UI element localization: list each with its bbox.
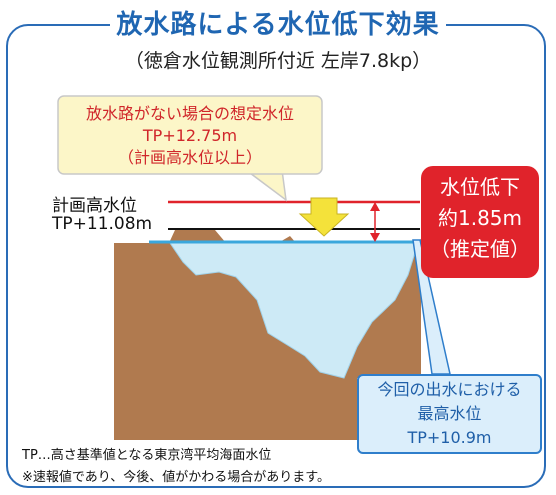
plan-level-value: TP+11.08m: [52, 214, 153, 234]
observed-line2: 最高水位: [417, 404, 482, 423]
water-drop-arrow: [298, 197, 350, 237]
no-floodway-callout: 放水路がない場合の想定水位 TP+12.75m （計画高水位以上）: [58, 103, 322, 169]
plan-level-label: 計画高水位: [52, 196, 137, 216]
callout-line1: 放水路がない場合の想定水位: [85, 104, 294, 123]
page-subtitle: （徳倉水位観測所付近 左岸7.8kp）: [124, 50, 432, 72]
callout-line3: （計画高水位以上）: [117, 148, 262, 167]
provisional-footnote: ※速報値であり、今後、値がかわる場合があります。: [22, 470, 330, 485]
water-drop-badge: 水位低下 約1.85m （推定値）: [421, 166, 539, 278]
observed-level-box: 今回の出水における 最高水位 TP+10.9m: [357, 374, 542, 454]
page-title: 放水路による水位低下効果: [116, 10, 440, 40]
title-area: 放水路による水位低下効果: [110, 6, 446, 44]
callout-box: [57, 95, 323, 175]
callout-line2: TP+12.75m: [142, 126, 238, 145]
drop-measure-head-up: [370, 202, 380, 211]
river-water: [169, 242, 419, 379]
observed-line3: TP+10.9m: [407, 428, 492, 447]
badge-line1: 水位低下: [440, 175, 520, 199]
badge-line3: （推定値）: [430, 237, 530, 261]
drop-measure-head-down: [370, 233, 380, 242]
observed-line1: 今回の出水における: [377, 380, 522, 399]
badge-line2: 約1.85m: [437, 206, 522, 230]
tp-footnote: TP…高さ基準値となる東京湾平均海面水位: [22, 448, 272, 463]
